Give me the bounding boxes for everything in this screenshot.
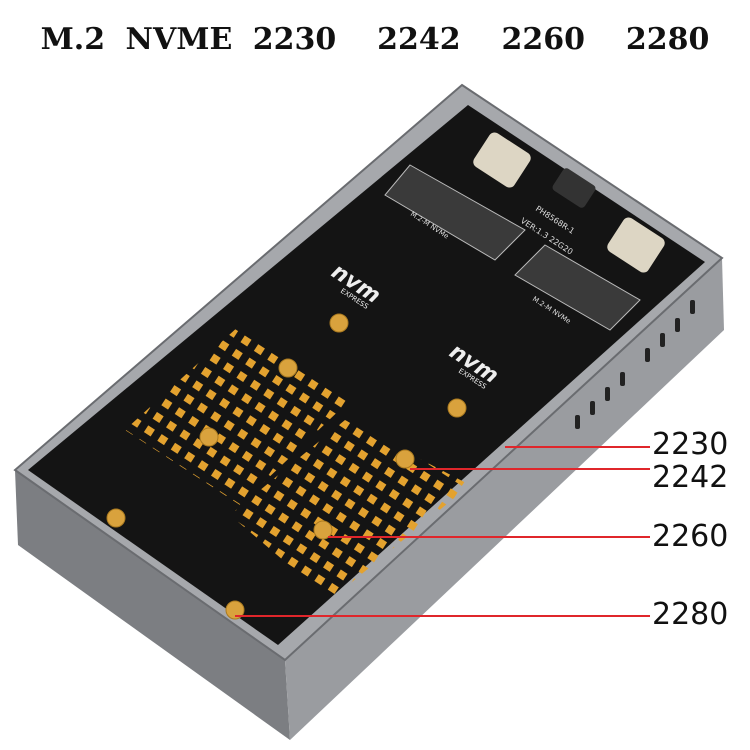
image-title: M.2 NVME 2230 2242 2260 2280	[40, 22, 710, 57]
pcb-board	[28, 105, 705, 645]
size-label-2230: 2230	[652, 427, 729, 462]
usb-c-port-2	[607, 217, 665, 273]
m2-slot-1	[384, 164, 526, 261]
size-label-2280: 2280	[652, 597, 729, 632]
m2-slot-2	[514, 244, 641, 331]
size-label-2260: 2260	[652, 519, 729, 554]
standoff-holes	[106, 313, 467, 620]
vent-slots	[575, 300, 695, 429]
enclosure-side-right	[285, 258, 724, 740]
usb-c-port-1	[473, 132, 531, 188]
size-label-2242: 2242	[652, 460, 729, 495]
switch	[552, 168, 596, 208]
enclosure-side	[15, 470, 290, 740]
